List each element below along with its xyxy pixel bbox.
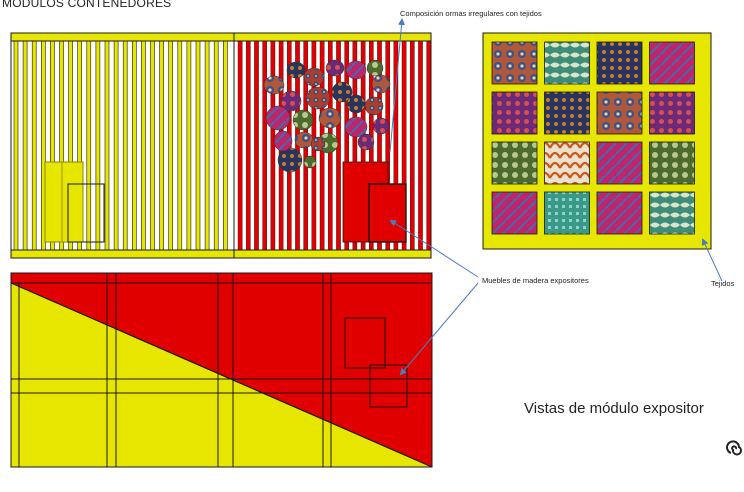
page-title: MÓDULOS CONTENEDORES (2, 0, 172, 10)
bottom-elevation (10, 272, 433, 468)
top-elevation (10, 32, 432, 259)
fabric-panel (482, 32, 712, 250)
fabrics-label: Tejidos (711, 279, 735, 288)
furniture-label: Muebles de madera expositores (482, 276, 589, 285)
bottom-rail (10, 249, 432, 259)
top-rail (10, 32, 432, 42)
annotation-arrows (389, 18, 723, 376)
yellow-furniture (44, 161, 84, 243)
fabric-composition (263, 59, 391, 173)
views-caption: Vistas de módulo expositor (524, 400, 704, 417)
composition-label: Composición ormas irregulares con tejido… (400, 9, 542, 18)
spiral-logo (726, 440, 742, 456)
